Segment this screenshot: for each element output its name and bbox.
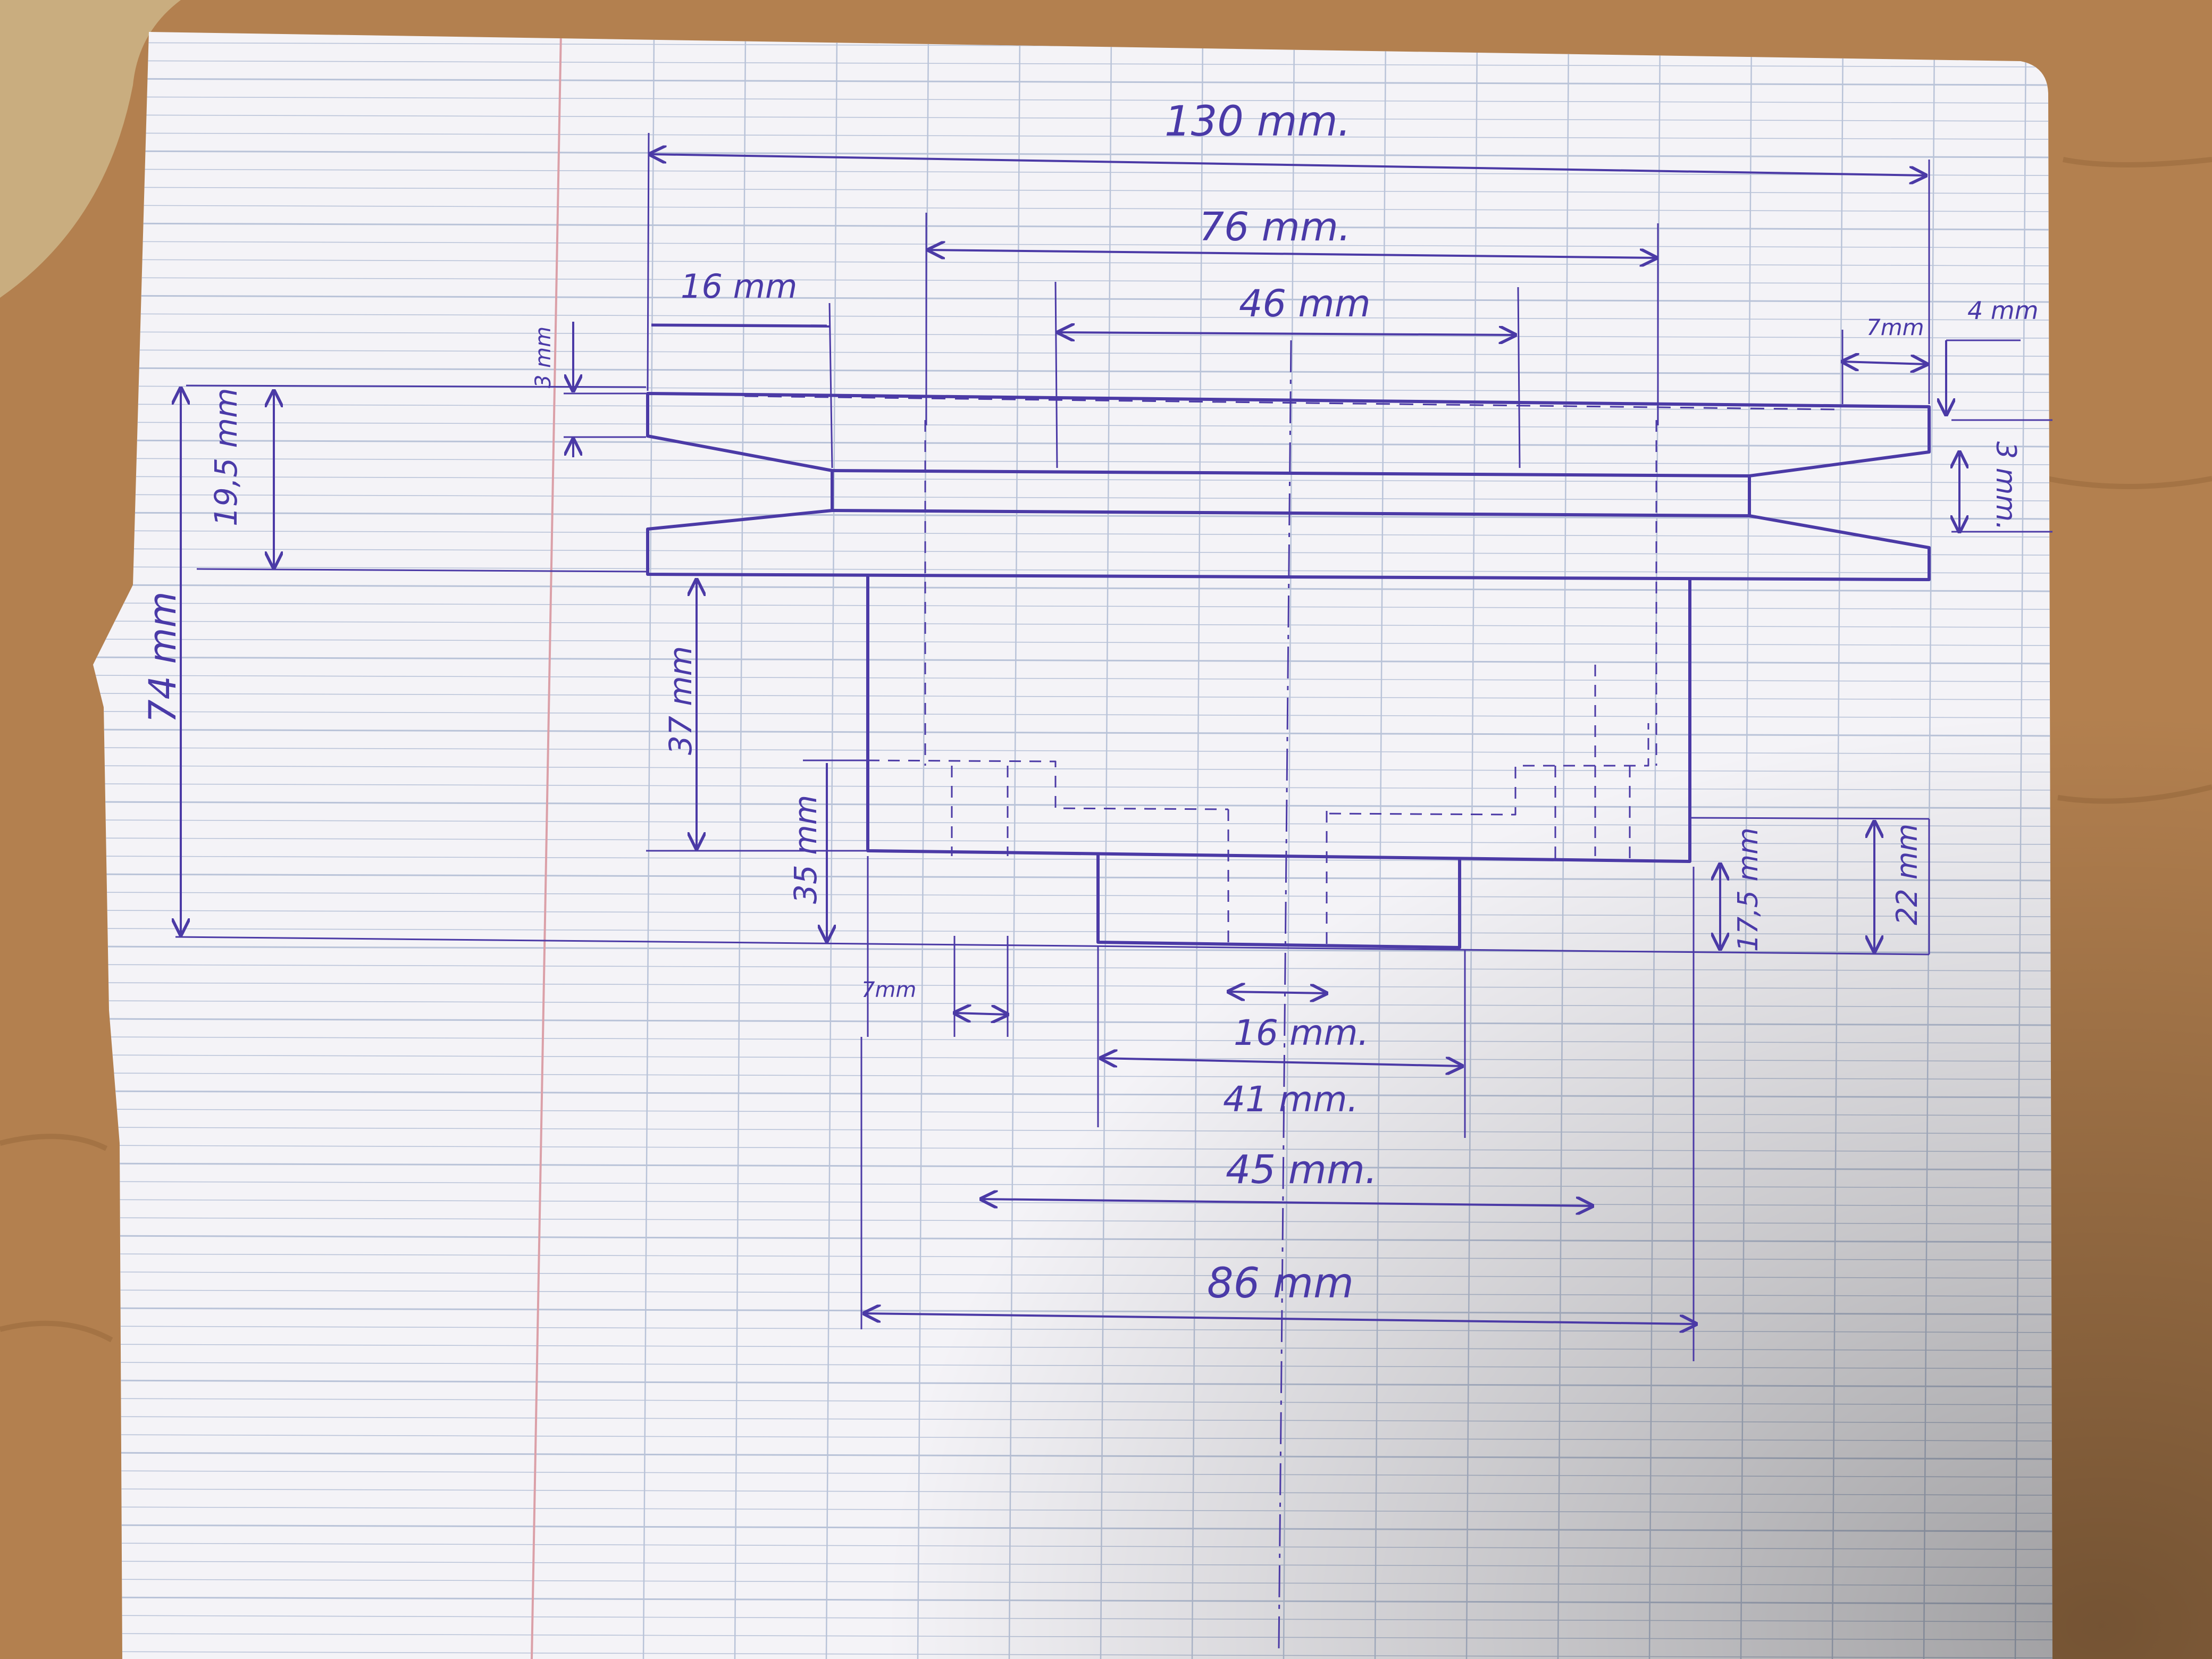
dim-line-46 <box>1058 332 1515 335</box>
label-pulley-height: 19,5 mm <box>208 388 244 526</box>
bevel-line <box>744 395 1835 410</box>
dimension-labels: 130 mm. 76 mm. 46 mm 16 mm 7mm 4 mm 3 mm… <box>141 98 2039 1308</box>
dim-line-7-hole <box>954 1013 1008 1015</box>
dim-line-45 <box>981 1199 1593 1206</box>
groove-bottom-lower <box>832 509 1750 517</box>
label-hole-width: 7mm <box>861 978 916 1002</box>
hidden-lines <box>867 420 1657 949</box>
boss-outline <box>1096 853 1461 949</box>
label-groove-bottom: 46 mm <box>1239 282 1371 325</box>
label-bore-depth: 35 mm <box>787 795 824 904</box>
hub-outline <box>866 575 1691 863</box>
label-groove-width: 76 mm. <box>1199 204 1351 250</box>
label-boss-height: 17,5 mm <box>1732 827 1764 952</box>
dim-line-7-right <box>1842 362 1927 364</box>
label-right-edge: 4 mm <box>1967 296 2039 325</box>
label-total-height: 74 mm <box>141 591 185 723</box>
label-right-gap: 3 mm. <box>1990 441 2022 530</box>
label-hub-height: 37 mm <box>663 646 699 755</box>
dim-line-16-bore <box>1228 992 1327 993</box>
label-bore-small: 16 mm. <box>1234 1012 1369 1053</box>
label-top-bevel: 3 mm <box>531 326 556 388</box>
label-flange-left: 16 mm <box>681 267 797 306</box>
label-bottom-total: 22 mm <box>1890 824 1924 925</box>
dim-line-16-left <box>651 324 830 328</box>
dim-line-130 <box>650 154 1926 175</box>
groove-bottom-top <box>832 469 1750 477</box>
label-overall-width: 130 mm. <box>1164 98 1351 146</box>
dim-line-86 <box>864 1313 1696 1324</box>
label-hole-spacing: 45 mm. <box>1226 1147 1377 1193</box>
label-hub-width: 86 mm <box>1207 1260 1354 1308</box>
dim-line-41 <box>1101 1058 1462 1066</box>
dim-line-76 <box>928 250 1656 258</box>
dimension-arrows <box>181 154 1959 1324</box>
label-flange-right: 7mm <box>1866 314 1924 340</box>
label-bottom-boss: 41 mm. <box>1223 1079 1359 1120</box>
